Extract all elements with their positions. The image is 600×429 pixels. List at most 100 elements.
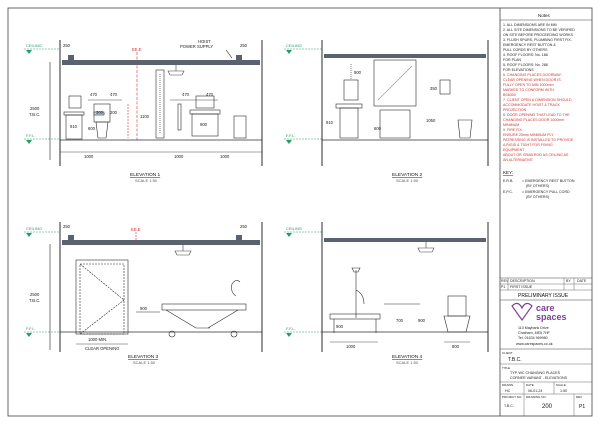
ffl-label: F.F.L. xyxy=(26,133,36,138)
dim-label: 200 xyxy=(110,110,118,115)
company-name-2: spaces xyxy=(536,312,567,322)
drawn-value: HC xyxy=(505,389,511,393)
trolley-headrest xyxy=(231,280,241,297)
dim-label: 900 xyxy=(354,70,362,75)
note-red-line: BS8300 xyxy=(503,93,516,97)
note-red-line: ABOUT OR GRAB ROD AS CEILING AS xyxy=(503,153,569,157)
drawn-label: DRAWN xyxy=(502,383,513,387)
note-line: FOR ELEVATIONS xyxy=(503,68,534,72)
ceiling-level-marker-icon xyxy=(26,50,32,54)
note-red-line: ACCOMMODATE HOIST & TRACK xyxy=(503,103,561,107)
scale-value: 1:50 xyxy=(560,389,567,393)
ceiling-track-end xyxy=(324,238,486,242)
track-bracket xyxy=(68,55,74,60)
bin xyxy=(233,115,247,139)
mirror xyxy=(68,95,82,109)
bench-base xyxy=(191,113,219,137)
project-label: PROJECT NO. xyxy=(502,395,522,399)
title-line: CORNER VARIANT - ELEVATIONS xyxy=(510,376,568,380)
dim-label: 910 xyxy=(326,120,334,125)
drawing-info: CLIENT T.B.C. TITLE TYP. WC CHANGING PLA… xyxy=(500,351,592,416)
hoist-track xyxy=(62,60,260,65)
ceiling-label: CEILING xyxy=(26,43,42,48)
elevation-scale: SCALE 1:50 xyxy=(396,360,419,365)
ceiling-track-end xyxy=(324,54,486,58)
trolley-mattress xyxy=(161,303,247,311)
towel-dispenser xyxy=(439,79,451,95)
note-red-line: PATRESSING IS INSTALLED TO PROVIDE xyxy=(503,138,574,142)
note-red-line: 6. CHANGING PLACES DOORWAY: xyxy=(503,73,562,77)
dim-label: 900 xyxy=(200,122,208,127)
sheet-border xyxy=(7,7,593,417)
basin-pedestal xyxy=(339,107,359,139)
top-dim: 250 xyxy=(63,43,71,48)
note-red-line: AN ALTERNATIVE xyxy=(503,158,533,162)
dim-label: 470 xyxy=(110,92,118,97)
bed-legs xyxy=(333,319,377,333)
address-line: 110 Maybank Drive xyxy=(518,326,549,330)
key-code: E.R.B. xyxy=(503,179,513,183)
red-dim: EE.E xyxy=(131,227,141,232)
company-name-1: care xyxy=(536,303,555,313)
issue-status: PRELIMINARY ISSUE xyxy=(518,293,569,299)
dim-label: 470 xyxy=(90,92,98,97)
elevation-title: ELEVATION 3 xyxy=(128,354,159,360)
key-text: = EMERGENCY PULL CORD xyxy=(522,190,570,194)
client-label: CLIENT xyxy=(502,351,513,355)
elevation-scale: SCALE 1:50 xyxy=(133,360,156,365)
top-dim: 250 xyxy=(240,224,248,229)
note-line: EMERGENCY REST BUTTON & xyxy=(503,43,556,47)
phone: Tel: 01634 969980 xyxy=(518,336,548,340)
washbasin xyxy=(63,111,85,116)
hoist-unit-icon xyxy=(167,65,185,76)
ceiling-level-marker-icon xyxy=(26,233,32,237)
dim-label: 600 xyxy=(374,126,382,131)
note-red-line: 7. CLIENT OPEN & DIMENSION SHOULD xyxy=(503,98,572,102)
toilet-pan xyxy=(95,121,109,139)
dim-label: 910 xyxy=(70,124,78,129)
dim-label: 1100 xyxy=(140,114,150,119)
elevation-1: CEILING F.F.L. 2500 T.B.C. 250 250 HOIST… xyxy=(24,39,263,183)
key-sub: (BY OTHERS) xyxy=(526,184,549,188)
leader-line xyxy=(225,49,233,59)
trolley-frame xyxy=(165,309,239,329)
washbasin xyxy=(335,103,363,109)
shower-head-icon xyxy=(351,267,361,273)
hoist-track xyxy=(62,240,260,245)
ffl-label: F.F.L. xyxy=(286,133,296,138)
ffl-level-marker-icon xyxy=(286,140,292,144)
mirror xyxy=(195,95,215,109)
key-heading: KEY: xyxy=(503,170,513,175)
scale-label: SCALE xyxy=(556,383,566,387)
website: www.carespaces.co.uk xyxy=(516,342,553,346)
shower-hose xyxy=(355,289,365,305)
revision-table: REV DESCRIPTION BY DATE P1 FIRST ISSUE P… xyxy=(500,277,592,301)
door-label: CLEAR OPENING xyxy=(85,346,119,351)
mirror-glare xyxy=(377,65,413,101)
note-line: ON SITE BEFORE PROCEEDING WORKS xyxy=(503,33,573,37)
track-bracket xyxy=(236,235,242,240)
drawing-label: DRAWING NO. xyxy=(526,395,547,399)
toilet-pan xyxy=(443,315,471,333)
dim-label: 900 xyxy=(418,318,426,323)
ceiling-label: CEILING xyxy=(26,226,42,231)
dim-label: 600 xyxy=(88,126,96,131)
ffl-level-marker-icon xyxy=(26,333,32,337)
notes-heading: Notes xyxy=(538,13,551,18)
ceiling-label: CEILING xyxy=(286,226,302,231)
ffl-label: F.F.L. xyxy=(26,326,36,331)
note-red-line: 8. DOOR OPENING THAT LEAD TO THE xyxy=(503,113,570,117)
dim-label: 470 xyxy=(206,92,214,97)
hoist-unit-icon xyxy=(417,242,435,253)
ffl-level-marker-icon xyxy=(286,333,292,337)
note-red-line: 9. FIRE FIX: xyxy=(503,128,523,132)
title-line: TYP. WC CHANGING PLACES xyxy=(510,371,561,375)
note-red-line: ENSURE 25mm MINIMUM PLY xyxy=(503,133,554,137)
elevation-3: CEILING F.F.L. 2500 T.B.C. 250 250 EE.E … xyxy=(24,222,263,365)
rev-header: BY xyxy=(566,279,571,283)
bottom-dim: 800 xyxy=(452,344,460,349)
rev-header: REV xyxy=(501,279,509,283)
note-line: FOR PLAN xyxy=(503,58,521,62)
shower-column xyxy=(155,69,165,139)
